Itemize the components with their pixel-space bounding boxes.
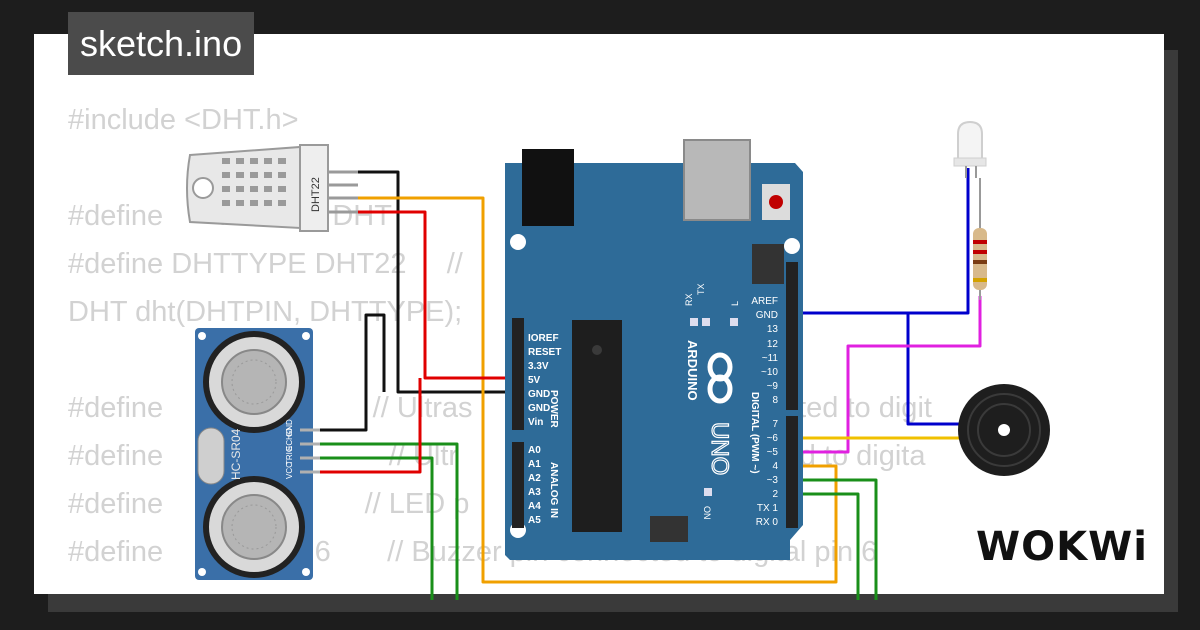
pin-label: TX 1 xyxy=(757,503,779,514)
pin-label: ~3 xyxy=(767,475,779,486)
analog-pin-labels: A0 A1 A2 A3 A4 A5 xyxy=(528,445,541,526)
wire-green-hc-trig xyxy=(318,456,434,600)
digital-pin-labels-bottom: 7 ~6 ~5 4 ~3 2 TX 1 RX 0 xyxy=(756,419,779,528)
power-pin-labels: IOREF RESET 3.3V 5V GND GND Vin xyxy=(528,333,561,428)
hc-pin-vcc-label: VCC xyxy=(285,462,294,479)
hc-pin-echo-label: ECHO xyxy=(285,428,294,451)
pin-label: A3 xyxy=(528,487,541,498)
wire-green-hc-echo xyxy=(318,442,459,600)
led-component[interactable] xyxy=(953,120,987,178)
pin-label: 12 xyxy=(767,339,779,350)
pin-label: ~9 xyxy=(767,381,779,392)
uno-label: UNO xyxy=(706,422,733,475)
pin-label: GND xyxy=(528,389,550,400)
hc-pin-trig-label: TRIG xyxy=(285,446,294,465)
power-section-label: POWER xyxy=(548,390,559,429)
pin-label: A4 xyxy=(528,501,541,512)
wire-black-dht-gnd xyxy=(356,170,522,394)
dht22-label: DHT22 xyxy=(310,177,322,212)
pin-label: 8 xyxy=(772,395,778,406)
wire-green-pin2 xyxy=(790,492,860,600)
analog-section-label: ANALOG IN xyxy=(548,462,559,518)
pin-label: IOREF xyxy=(528,333,559,344)
rx-led-label: RX xyxy=(684,293,694,306)
pin-label: 7 xyxy=(772,419,778,430)
pin-label: 5V xyxy=(528,375,541,386)
pin-label: RX 0 xyxy=(756,517,779,528)
wire-magenta-led xyxy=(790,296,982,454)
dht22-pins xyxy=(328,170,358,214)
l-led xyxy=(730,318,738,326)
code-line: #include <DHT.h> xyxy=(68,104,299,136)
digital-section-label: DIGITAL (PWM ~) xyxy=(749,392,760,474)
code-line: DHT dht(DHTPIN, DHTTYPE); xyxy=(68,296,463,328)
pin-label: AREF xyxy=(751,296,778,307)
atmega-chip xyxy=(572,320,622,532)
pin-label: RESET xyxy=(528,347,561,358)
pin-label: GND xyxy=(756,310,778,321)
tx-led xyxy=(702,318,710,326)
on-led-label: ON xyxy=(702,506,712,520)
wire-blue-buzzer xyxy=(906,313,962,426)
power-header xyxy=(512,318,524,430)
mount-hole xyxy=(510,234,526,250)
pin-label: 2 xyxy=(772,489,778,500)
digital-header-top xyxy=(786,262,798,410)
usb-port xyxy=(683,139,751,221)
digital-pin-labels-top: AREF GND 13 12 ~11 ~10 ~9 8 xyxy=(751,296,778,406)
hc-pin-gnd-label: GND xyxy=(285,419,294,437)
ultrasonic-transducer-top xyxy=(203,331,305,433)
power-jack xyxy=(522,149,574,226)
pin-label: 13 xyxy=(767,324,779,335)
pin-label: ~6 xyxy=(767,433,779,444)
icsp-header xyxy=(752,244,784,284)
wire-orange-dht-data xyxy=(356,196,838,584)
digital-header-bottom xyxy=(786,416,798,528)
tx-led-label: TX xyxy=(696,283,706,295)
ultrasonic-transducer-bottom xyxy=(203,476,305,578)
resistor-component[interactable] xyxy=(973,178,987,300)
mount-hole xyxy=(784,238,800,254)
buzzer-component[interactable] xyxy=(958,384,1050,476)
l-led-label: L xyxy=(730,301,740,306)
hc-sr04-pins xyxy=(300,428,320,474)
analog-header xyxy=(512,442,524,528)
wokwi-logo: WOKWi xyxy=(976,524,1148,570)
wires xyxy=(318,168,982,600)
sketch-title: sketch.ino xyxy=(68,12,255,75)
wire-green-pin3 xyxy=(790,478,878,600)
pin-label: A0 xyxy=(528,445,541,456)
arduino-logo: ARDUINO UNO xyxy=(685,340,734,476)
hc-sr04-label: HC-SR04 xyxy=(229,428,243,480)
wire-red-hc-vcc xyxy=(318,378,422,474)
pin-label: A2 xyxy=(528,473,541,484)
pin-label: Vin xyxy=(528,417,543,428)
rx-led xyxy=(690,318,698,326)
pin-label: GND xyxy=(528,403,550,414)
pin-label: ~5 xyxy=(767,447,779,458)
wire-red-dht-vcc xyxy=(356,210,522,380)
pin-label: 4 xyxy=(772,461,778,472)
pin-label: A5 xyxy=(528,515,541,526)
arduino-brand-label: ARDUINO xyxy=(685,340,700,401)
dht22-sensor[interactable]: DHT22 xyxy=(186,144,358,232)
pin-label: A1 xyxy=(528,459,541,470)
on-led xyxy=(704,488,712,496)
wire-blue-gnd xyxy=(790,168,970,315)
icsp-header-bottom xyxy=(650,516,688,542)
wire-black-hc-gnd xyxy=(318,313,386,432)
reset-button[interactable] xyxy=(769,195,783,209)
pin-label: ~11 xyxy=(762,353,779,364)
pin-label: ~10 xyxy=(761,367,778,378)
hc-sr04-sensor[interactable]: HC-SR04 GND ECHO TRIG VCC xyxy=(195,328,320,580)
code-line: #define DHTTYPE DHT22 // xyxy=(68,248,463,280)
arduino-uno-board[interactable]: IOREF RESET 3.3V 5V GND GND Vin A0 A1 A2… xyxy=(505,139,803,560)
pin-label: 3.3V xyxy=(528,361,549,372)
infinity-icon xyxy=(707,352,733,404)
